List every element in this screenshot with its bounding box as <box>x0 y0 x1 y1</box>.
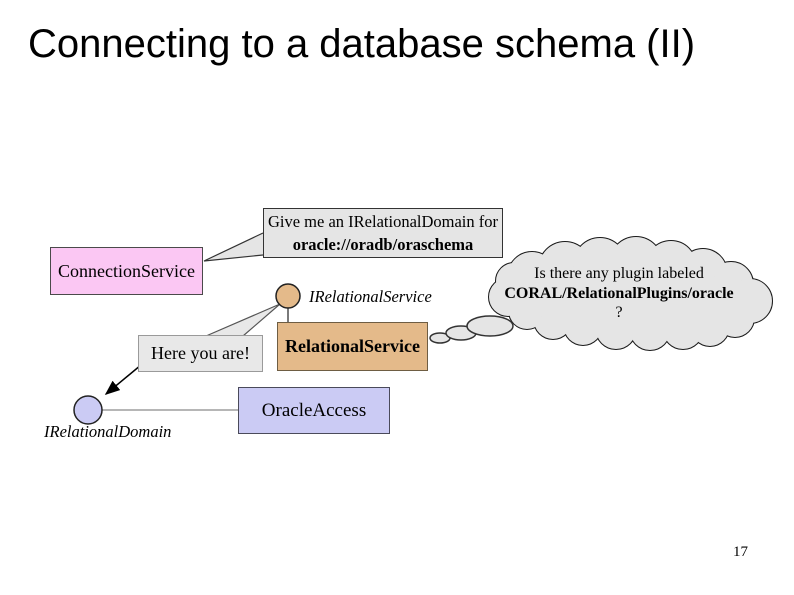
request-bubble: Give me an IRelationalDomain for oracle:… <box>263 208 503 258</box>
response-bubble: Here you are! <box>138 335 263 372</box>
thought-cloud-fill <box>489 237 772 350</box>
oracle-access-box: OracleAccess <box>238 387 390 434</box>
thought-text-line1: Is there any plugin labeled <box>534 265 704 282</box>
request-line2: oracle://oradb/oraschema <box>292 235 474 254</box>
thought-trail-bubble-large <box>466 315 514 337</box>
page-number: 17 <box>733 544 748 560</box>
thought-trail <box>429 315 514 344</box>
slide-title: Connecting to a database schema (II) <box>28 22 696 66</box>
oracle-access-label: OracleAccess <box>261 399 367 421</box>
response-bubble-tail <box>205 303 281 337</box>
irelational-service-ball <box>275 283 301 309</box>
request-line1: Give me an IRelationalDomain for <box>267 212 498 231</box>
thought-text-line2: CORAL/RelationalPlugins/oracle <box>504 285 733 302</box>
relational-service-box: RelationalService <box>277 322 428 371</box>
thought-text-line3: ? <box>615 304 622 321</box>
response-label: Here you are! <box>151 343 250 363</box>
request-bubble-tail <box>203 232 264 262</box>
irelational-service-label: IRelationalService <box>308 287 432 306</box>
relational-service-label: RelationalService <box>285 336 420 356</box>
irelational-domain-ball <box>73 395 103 425</box>
irelational-domain-label: IRelationalDomain <box>43 422 171 441</box>
connection-service-box: ConnectionService <box>50 247 203 295</box>
response-arrow <box>104 364 142 395</box>
connection-service-label: ConnectionService <box>58 260 195 281</box>
